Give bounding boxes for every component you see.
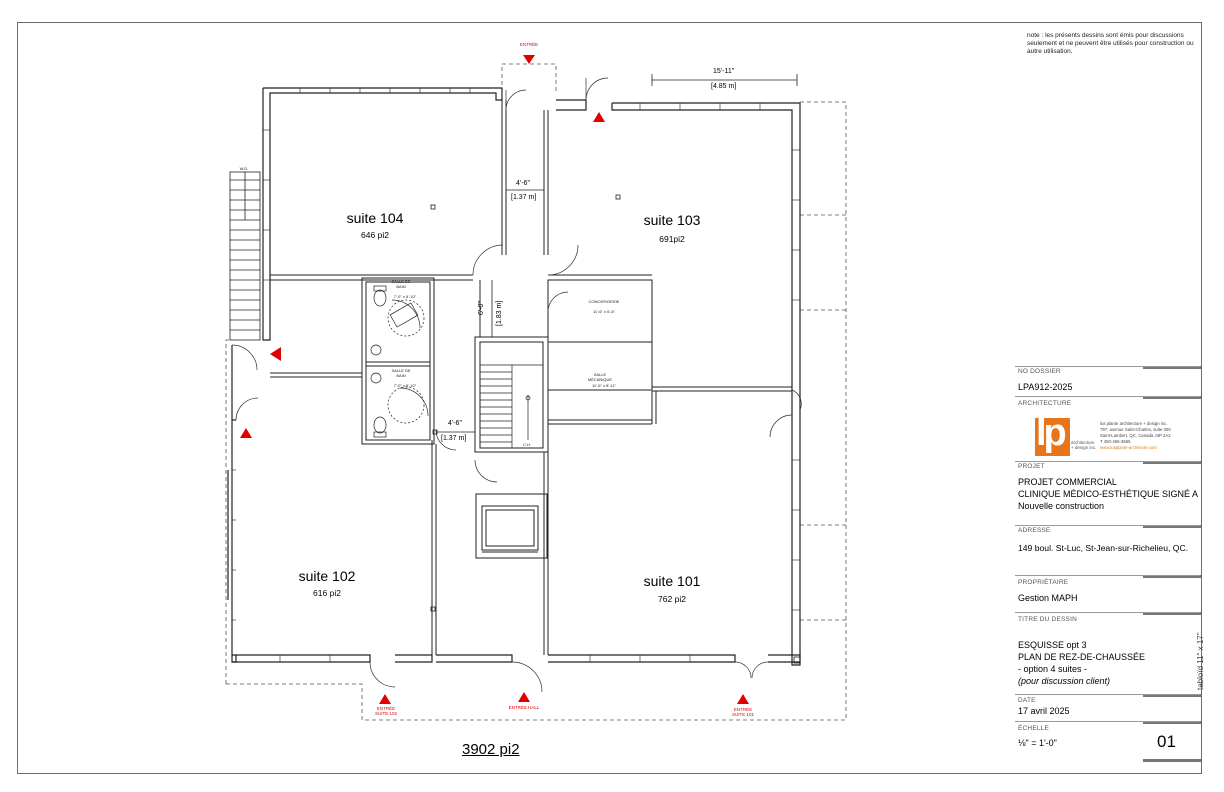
entry-marker-suite104	[270, 347, 281, 361]
room-area-suite-104: 646 pi2	[361, 230, 389, 240]
firm-line-4: T 450-466-3665	[1100, 439, 1131, 444]
interior-walls	[270, 100, 792, 655]
total-area: 3902 pi2	[462, 741, 520, 758]
exterior-stair	[229, 171, 261, 341]
label-conciergerie: CONCIERGERIE	[588, 299, 620, 304]
window-marks	[232, 88, 800, 662]
value-projet-line-2: CLINIQUE MÉDICO-ESTHÉTIQUE SIGNÉ A	[1018, 489, 1199, 499]
value-projet-line-3: Nouvelle construction	[1018, 501, 1105, 511]
dimension-hall-imperial: 6'-0"	[478, 301, 485, 315]
dimension-lower-imperial: 4'-6"	[448, 420, 462, 427]
label-salle-bain-2-dim: 7'-0" x 8'-10"	[393, 383, 417, 388]
logo-letters: lp	[1036, 412, 1067, 454]
dimension-hall-metric: [1.83 m]	[496, 300, 503, 326]
disclaimer-note: note : les présents dessins sont émis po…	[1027, 32, 1194, 55]
firm-address: lus plante architecture + design inc. 79…	[1100, 421, 1195, 451]
dimension-top-metric: [4.85 m]	[711, 83, 737, 90]
title-block-divider	[1015, 366, 1200, 367]
value-proprietaire: Gestion MAPH	[1018, 593, 1078, 603]
label-no-dossier: NO DOSSIER	[1018, 368, 1061, 375]
dimension-corridor-imperial: 4'-6"	[516, 180, 530, 187]
entry-marker-top	[523, 55, 535, 64]
exterior-walls	[227, 87, 801, 666]
interior-stair	[480, 364, 543, 448]
room-area-suite-103: 691pi2	[659, 234, 685, 244]
room-name-suite-103: suite 103	[643, 212, 701, 228]
value-adresse: 149 boul. St-Luc, St-Jean-sur-Richelieu,…	[1018, 543, 1189, 553]
value-titre-line-1: ESQUISSE opt 3	[1018, 640, 1087, 650]
elevator	[475, 493, 548, 559]
value-no-dossier: LPA912-2025	[1018, 382, 1073, 392]
sheet-size-label: tabloïd 11" x 17"	[1196, 632, 1205, 690]
room-area-suite-101: 762 pi2	[658, 594, 686, 604]
value-projet-line-1: PROJET COMMERCIAL	[1018, 477, 1117, 487]
room-name-suite-102: suite 102	[298, 568, 356, 584]
label-architecture: ARCHITECTURE	[1018, 400, 1072, 407]
label-wd: W.D.	[239, 166, 249, 171]
label-salle-mecanique: SALLE MÉCANIQUE	[587, 372, 613, 382]
label-titre-dessin: TITRE DU DESSIN	[1018, 616, 1077, 623]
value-titre-line-2: PLAN DE REZ-DE-CHAUSSÉE	[1018, 652, 1146, 662]
entry-marker-suite102-side	[240, 428, 252, 438]
dimension-corridor-metric: [1.37 m]	[511, 194, 537, 201]
entry-label-hall: ENTRÉE HALL	[508, 705, 540, 710]
title-block-accents	[1143, 366, 1201, 762]
entry-marker-hall	[518, 692, 530, 702]
label-projet: PROJET	[1018, 463, 1045, 470]
dimension-top-imperial: 15'-11"	[713, 68, 735, 75]
entry-marker-suite101	[737, 694, 749, 704]
label-salle-bain-1: SALLE DE BAIN	[391, 279, 411, 289]
label-salle-bain-2: SALLE DE BAIN	[391, 368, 411, 378]
label-date: DATE	[1018, 697, 1036, 704]
label-proprietaire: PROPRIÉTAIRE	[1018, 579, 1069, 586]
sheet-number: 01	[1157, 732, 1176, 751]
title-block-divider	[1015, 396, 1200, 397]
room-area-suite-102: 616 pi2	[313, 588, 341, 598]
room-name-suite-104: suite 104	[346, 210, 404, 226]
label-echelle: ÉCHELLE	[1018, 725, 1050, 732]
door-swings	[231, 77, 802, 693]
column-markers	[430, 194, 801, 664]
title-block-divider	[1015, 721, 1200, 722]
value-date: 17 avril 2025	[1018, 706, 1070, 716]
dimension-lower-metric: [1.37 m]	[441, 435, 467, 442]
label-adresse: ADRESSE	[1018, 527, 1051, 534]
entry-marker-suite102	[379, 694, 391, 704]
entry-label-top: ENTRÉE	[519, 42, 539, 47]
dashed-outline	[225, 63, 847, 721]
entry-label-suite-101: ENTRÉE SUITE 101	[731, 707, 754, 717]
title-block-divider	[1015, 575, 1200, 576]
drawing-sheet-border	[17, 22, 1202, 774]
firm-line-1: lus plante architecture + design inc.	[1100, 421, 1168, 426]
firm-line-3: Saint-Lambert, QC, Canada J4P 2A2	[1100, 433, 1171, 438]
title-block-divider	[1015, 694, 1200, 695]
room-name-suite-101: suite 101	[643, 573, 701, 589]
firm-url: www.lusplante-architecte.com	[1100, 445, 1157, 450]
label-conciergerie-dim: 11'-6" x 6'-6"	[592, 309, 616, 314]
entry-label-suite-102: ENTRÉE SUITE 102	[374, 706, 397, 716]
title-block-divider	[1015, 525, 1200, 526]
label-salle-bain-1-dim: 7'-0" x 8'-10"	[393, 294, 417, 299]
firm-logo	[1035, 418, 1070, 456]
logo-tagline: architecture + design inc.	[1071, 440, 1097, 450]
value-echelle: ⅛" = 1'-0"	[1018, 738, 1057, 748]
value-titre-line-4: (pour discussion client)	[1018, 676, 1111, 686]
dimension-lines	[436, 74, 798, 433]
label-ch: C.H.	[523, 442, 531, 447]
label-mecanique-dim: 11'-6" x 8'-11"	[591, 383, 616, 388]
washroom-fixtures	[370, 285, 425, 438]
title-block-divider	[1015, 461, 1200, 462]
title-block-divider	[1015, 612, 1200, 613]
entry-markers	[240, 55, 749, 704]
firm-line-2: 797, avenue Saint-Charles, suite 300	[1100, 427, 1171, 432]
value-titre-line-3: - option 4 suites -	[1018, 664, 1088, 674]
entry-marker-suite103	[593, 112, 605, 122]
